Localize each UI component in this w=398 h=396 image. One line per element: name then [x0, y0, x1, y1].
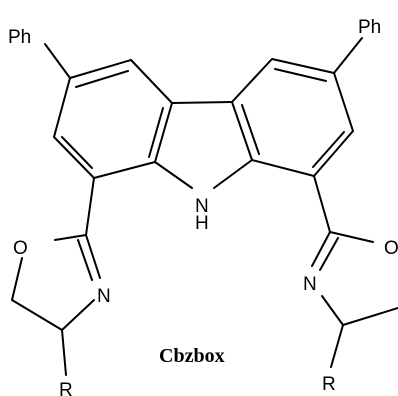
left-benzene-ring — [53, 59, 173, 179]
nh-n-label: N — [195, 196, 209, 217]
bond-ph-left — [44, 43, 71, 79]
compound-name: Cbzbox — [159, 345, 225, 367]
ph-right-label: Ph — [358, 17, 381, 38]
nh-h-label: H — [195, 213, 209, 234]
pyrrole-ring — [154, 101, 253, 189]
n-right-label: N — [303, 274, 317, 295]
bond-right-oxazoline — [313, 175, 331, 233]
o-left-label: O — [13, 238, 28, 259]
left-oxazoline-ring — [11, 234, 101, 376]
r-left-label: R — [59, 380, 73, 396]
right-oxazoline-ring — [311, 231, 398, 368]
r-right-label: R — [322, 374, 336, 395]
o-right-label: O — [384, 238, 398, 259]
right-benzene-ring — [231, 58, 354, 177]
ph-left-label: Ph — [8, 27, 31, 48]
n-left-label: N — [97, 286, 111, 307]
bond-ph-right — [333, 37, 363, 74]
bond-left-oxazoline — [85, 177, 95, 236]
